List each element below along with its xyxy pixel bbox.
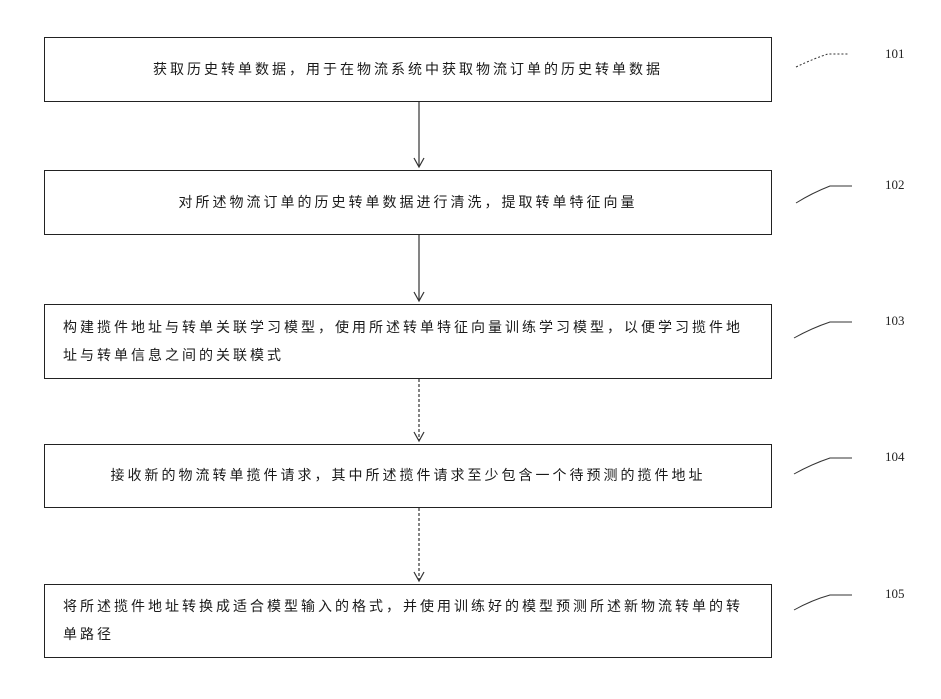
leader-line-102 xyxy=(796,186,852,203)
ref-label-103: 103 xyxy=(885,313,905,329)
step-text-103: 构建揽件地址与转单关联学习模型，使用所述转单特征向量训练学习模型，以便学习揽件地… xyxy=(45,314,771,370)
ref-label-105: 105 xyxy=(885,586,905,602)
leader-line-105 xyxy=(794,595,852,610)
step-text-104: 接收新的物流转单揽件请求，其中所述揽件请求至少包含一个待预测的揽件地址 xyxy=(93,462,724,490)
step-text-102: 对所述物流订单的历史转单数据进行清洗，提取转单特征向量 xyxy=(161,189,656,217)
ref-label-102: 102 xyxy=(885,177,905,193)
ref-label-104: 104 xyxy=(885,449,905,465)
step-text-101: 获取历史转单数据，用于在物流系统中获取物流订单的历史转单数据 xyxy=(135,56,681,84)
leader-line-103 xyxy=(794,322,852,338)
leader-line-104 xyxy=(794,458,852,474)
step-box-102: 对所述物流订单的历史转单数据进行清洗，提取转单特征向量 xyxy=(44,170,772,235)
step-box-101: 获取历史转单数据，用于在物流系统中获取物流订单的历史转单数据 xyxy=(44,37,772,102)
step-text-105: 将所述揽件地址转换成适合模型输入的格式，并使用训练好的模型预测所述新物流转单的转… xyxy=(45,593,771,649)
step-box-105: 将所述揽件地址转换成适合模型输入的格式，并使用训练好的模型预测所述新物流转单的转… xyxy=(44,584,772,658)
step-box-103: 构建揽件地址与转单关联学习模型，使用所述转单特征向量训练学习模型，以便学习揽件地… xyxy=(44,304,772,379)
leader-line-101 xyxy=(796,54,848,67)
ref-label-101: 101 xyxy=(885,46,905,62)
step-box-104: 接收新的物流转单揽件请求，其中所述揽件请求至少包含一个待预测的揽件地址 xyxy=(44,444,772,508)
